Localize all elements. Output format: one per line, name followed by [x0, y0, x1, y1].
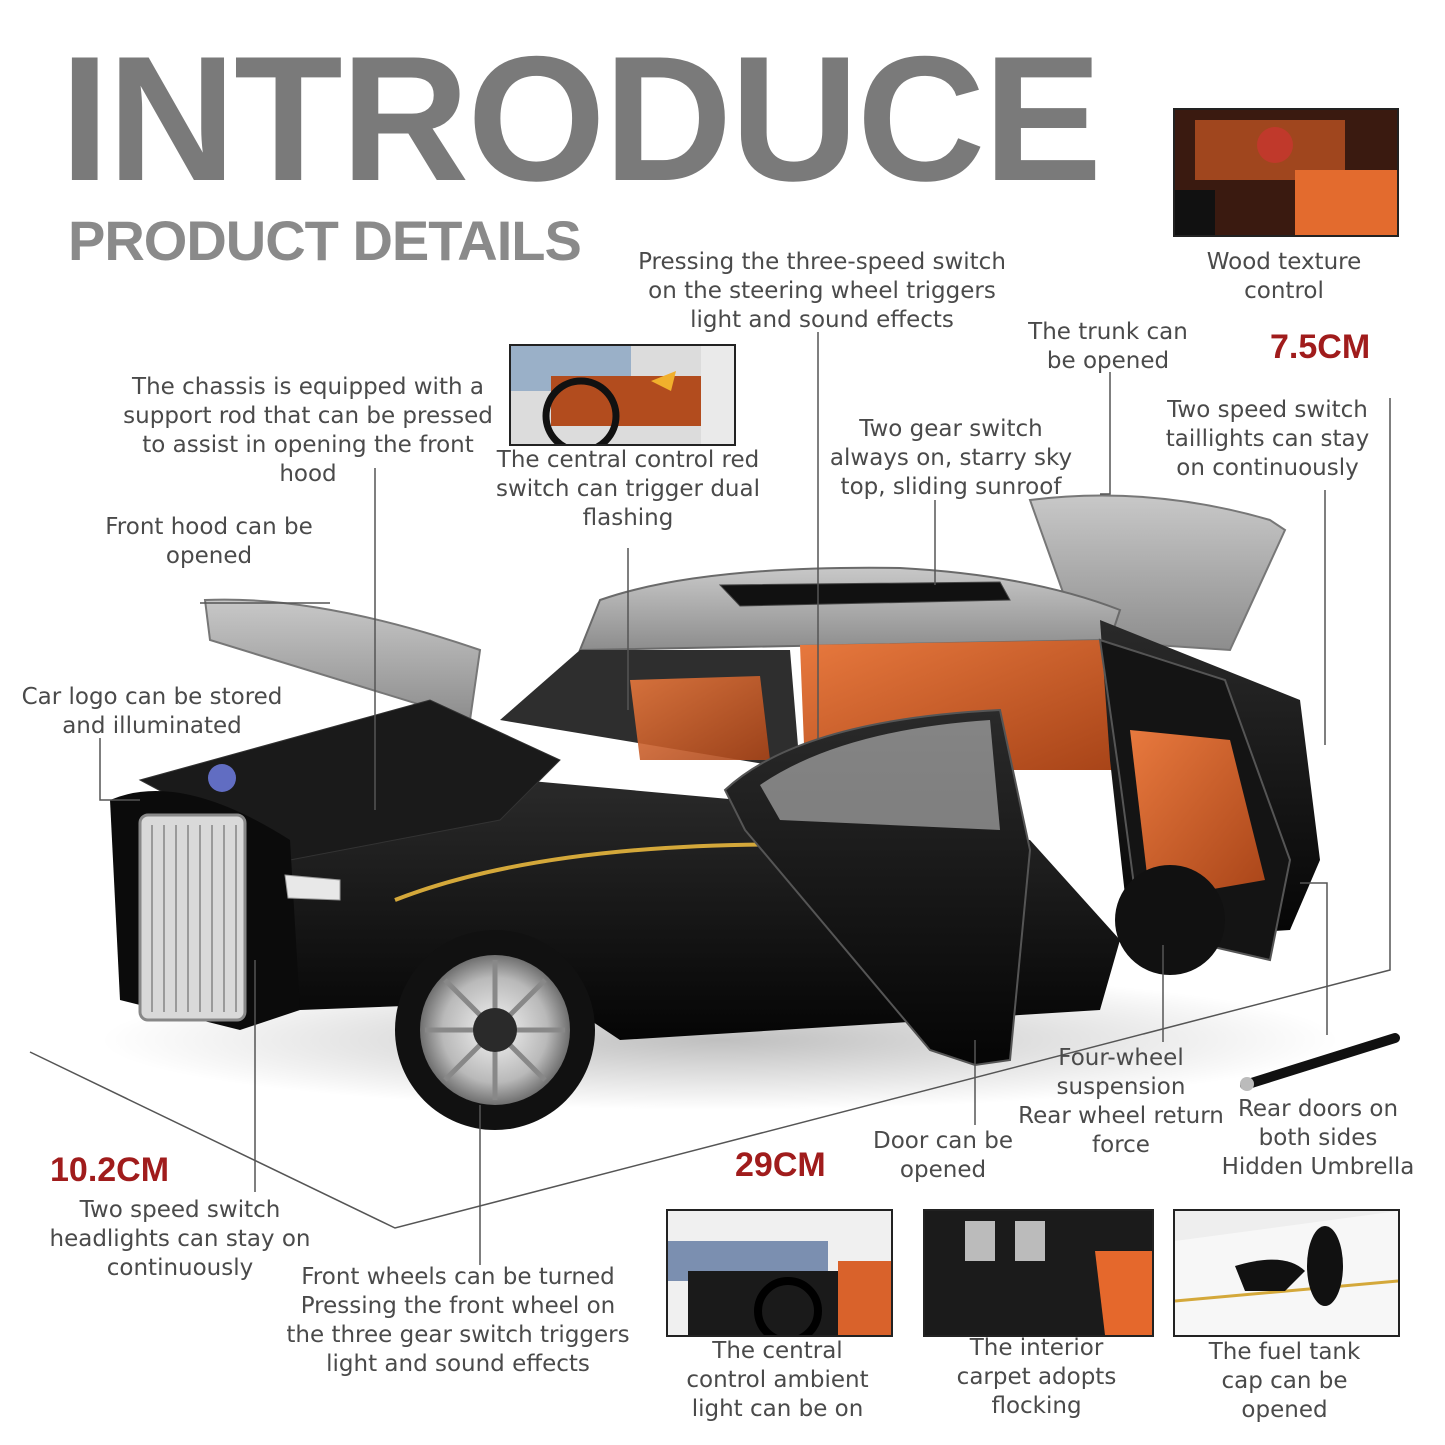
caption-carpet: The interior carpet adopts flocking [956, 1335, 1117, 1419]
thumb-carpet [923, 1209, 1154, 1337]
caption-front-hood: Front hood can be opened [105, 514, 313, 569]
caption-car-logo: Car logo can be stored and illuminated [21, 684, 283, 739]
caption-wood-texture: Wood texture control [1206, 249, 1362, 304]
caption-gear-switch: Two gear switch always on, starry sky to… [829, 416, 1073, 500]
page-subtitle: PRODUCT DETAILS [68, 209, 582, 272]
caption-steering-switch: Pressing the three-speed switch on the s… [638, 249, 1006, 333]
caption-door: Door can be opened [873, 1128, 1013, 1183]
caption-headlights: Two speed switch headlights can stay on … [49, 1197, 311, 1281]
thumb-ambient-light [666, 1209, 893, 1337]
caption-rear-doors: Rear doors on both sides Hidden Umbrella [1221, 1096, 1415, 1180]
caption-red-switch: The central control red switch can trigg… [495, 447, 760, 531]
caption-taillights: Two speed switch taillights can stay on … [1165, 397, 1370, 481]
thumb-fuel-tank [1173, 1209, 1400, 1337]
caption-chassis: The chassis is equipped with a support r… [123, 374, 493, 487]
page-title: INTRODUCE [60, 19, 1102, 218]
caption-fuel-tank: The fuel tank cap can be opened [1208, 1339, 1361, 1423]
caption-front-wheels: Front wheels can be turned Pressing the … [286, 1264, 630, 1377]
thumb-wood-texture [1173, 108, 1399, 237]
dimension-length: 29CM [735, 1146, 826, 1184]
dimension-height: 7.5CM [1270, 328, 1371, 366]
dimension-width: 10.2CM [50, 1151, 170, 1189]
caption-ambient: The central control ambient light can be… [686, 1338, 869, 1422]
thumb-steering-wheel [509, 344, 736, 446]
caption-trunk: The trunk can be opened [1028, 319, 1188, 374]
caption-suspension: Four-wheel suspension Rear wheel return … [1018, 1045, 1224, 1158]
